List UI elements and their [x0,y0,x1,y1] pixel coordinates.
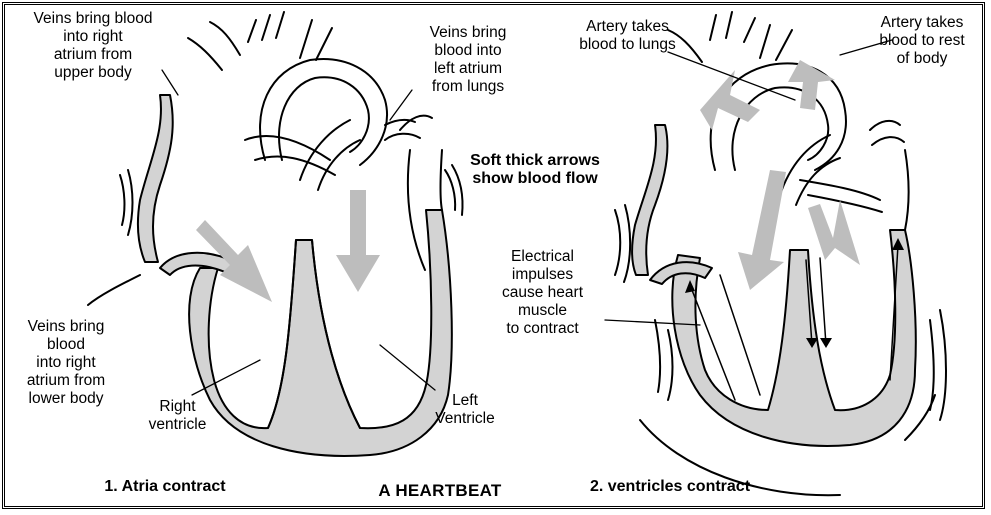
pulmonary-veins-1 [385,120,420,140]
caption-ventricles-contract: 2. ventricles contract [555,478,785,496]
vein-upper-1 [138,95,173,262]
ventricle-wall-2 [672,230,915,446]
label-electrical-impulses: Electrical impulses cause heart muscle t… [480,248,605,338]
label-right-ventricle: Right ventricle [120,398,235,434]
diagram-title: A HEARTBEAT [345,482,535,500]
label-left-ventricle: Left Ventricle [410,392,520,428]
label-artery-to-body: Artery takes blood to rest of body [862,14,982,68]
label-veins-from-lungs: Veins bring blood into left atrium from … [398,24,538,96]
heart-ventricles-contract [605,12,946,495]
label-veins-lower-body: Veins bring blood into right atrium from… [10,318,122,408]
label-artery-to-lungs: Artery takes blood to lungs [560,18,695,54]
pulmonary-artery-1 [300,120,360,190]
label-veins-upper-body: Veins bring blood into right atrium from… [8,10,178,82]
blood-flow-arrows-1 [196,190,380,302]
aortic-arch-inner-1 [279,77,369,160]
caption-atria-contract: 1. Atria contract [70,478,260,496]
vein-upper-2 [632,125,667,275]
legend-note: Soft thick arrows show blood flow [440,152,630,188]
